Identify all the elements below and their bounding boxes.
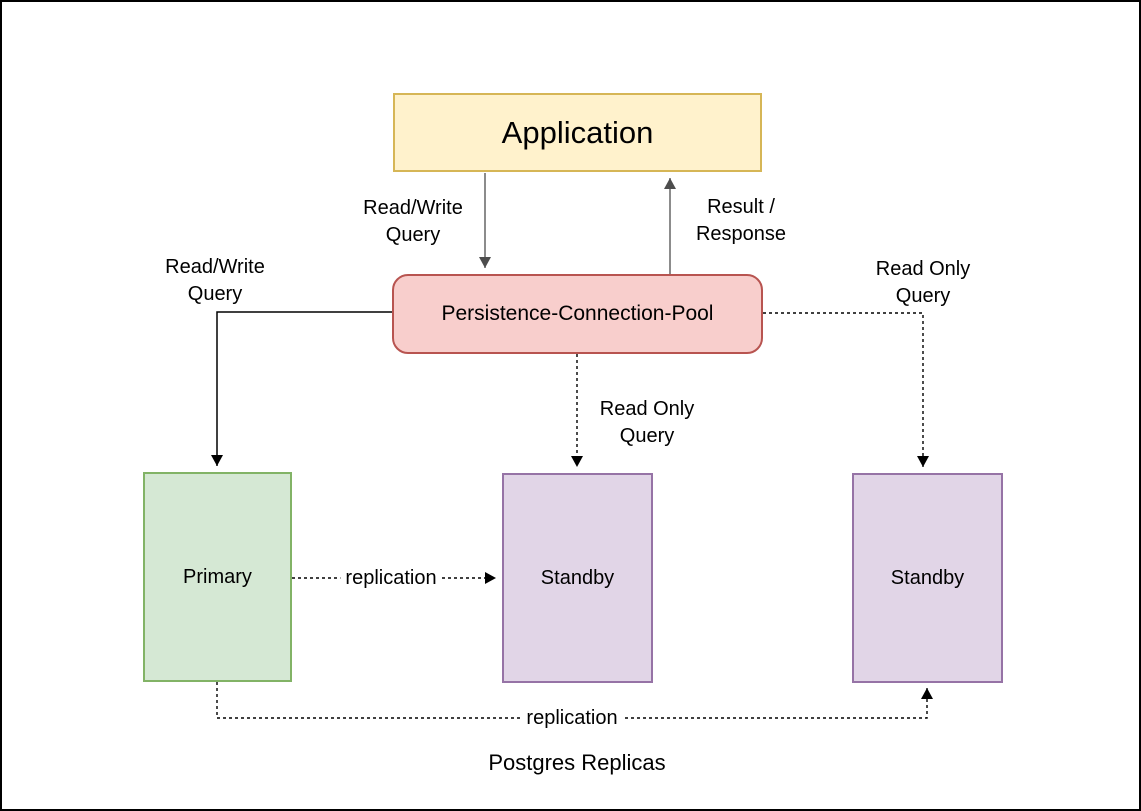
standby-right-label: Standby: [890, 566, 965, 589]
edge-label-replication-mid: replication: [340, 565, 442, 591]
connection-pool-label: Persistence-Connection-Pool: [441, 302, 714, 325]
edge-label-pool-to-app: Result / Response: [695, 196, 787, 245]
diagram-caption: Postgres Replicas: [488, 750, 666, 775]
standby-mid-label: Standby: [540, 566, 615, 589]
primary-node: Primary: [143, 472, 292, 682]
application-label: Application: [501, 114, 654, 150]
standby-node-mid: Standby: [502, 473, 653, 683]
edge-label-pool-to-primary: Read/Write Query: [165, 256, 265, 305]
edge-label-pool-to-standby-right: Read Only Query: [875, 258, 971, 307]
application-node: Application: [393, 93, 762, 172]
standby-node-right: Standby: [852, 473, 1003, 683]
edge-pool-to-standby-right: [763, 312, 929, 467]
edge-label-app-to-pool: Read/Write Query: [363, 197, 463, 246]
edge-label-replication-bottom: replication: [521, 705, 623, 731]
primary-label: Primary: [183, 565, 252, 588]
connection-pool-node: Persistence-Connection-Pool: [392, 274, 763, 354]
edge-pool-to-primary: [211, 311, 392, 466]
edge-label-pool-to-standby-mid: Read Only Query: [599, 398, 695, 447]
